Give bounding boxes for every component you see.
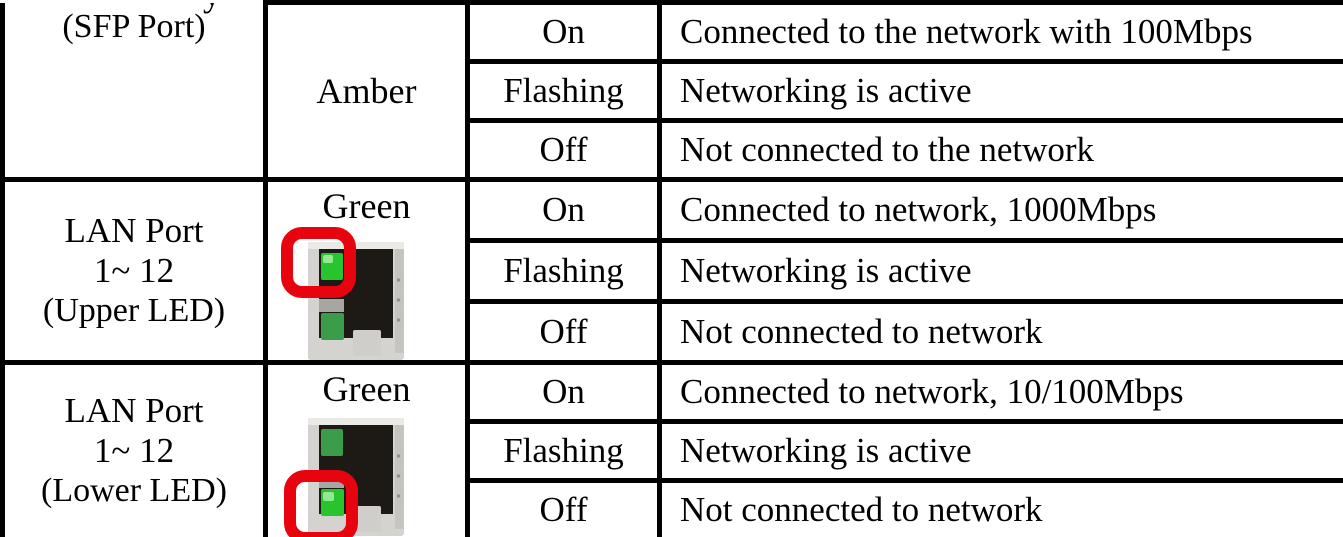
state-cell: Flashing <box>465 419 662 483</box>
description-cell: Not connected to network <box>657 299 1343 365</box>
port-cell-lan-upper: LAN Port 1~ 12 (Upper LED) <box>0 177 268 365</box>
table-row: Off Not connected to network <box>3 299 1343 365</box>
table-row: Off Not connected to network <box>3 478 1343 537</box>
led-highlight-box <box>280 227 356 298</box>
port-cell-lan-lower: LAN Port 1~ 12 (Lower LED) <box>0 360 268 537</box>
description-cell: Not connected to the network <box>657 118 1343 182</box>
rj45-port-photo <box>280 227 404 360</box>
state-cell: Off <box>465 299 662 365</box>
state-cell: Flashing <box>465 59 662 123</box>
port-name-line: LAN Port <box>64 391 204 430</box>
description-text: Connected to network, 1000Mbps <box>680 190 1157 229</box>
upper-led <box>320 429 343 456</box>
color-label: Green <box>322 186 411 226</box>
led-highlight-box <box>283 470 358 537</box>
state-cell: Off <box>465 478 662 537</box>
state-label: On <box>542 190 585 229</box>
state-label: Off <box>539 312 588 351</box>
description-cell: Not connected to network <box>657 478 1343 537</box>
state-cell: Flashing <box>465 238 662 304</box>
description-text: Networking is active <box>680 251 972 290</box>
table-row: Flashing Networking is active <box>3 419 1343 483</box>
color-label: Amber <box>316 71 417 111</box>
port-led-line: (Upper LED) <box>42 292 226 329</box>
lower-led <box>320 313 344 340</box>
table-row: LAN Port 1~ 12 (Upper LED) Green <box>0 177 1343 365</box>
table-row: y (SFP Port) Amber On Connected to the n… <box>0 0 1343 182</box>
table-row: LAN Port 1~ 12 (Lower LED) Green <box>0 360 1343 537</box>
rj45-port-photo <box>283 418 404 537</box>
description-cell: Networking is active <box>657 59 1343 123</box>
description-text: Networking is active <box>680 71 972 110</box>
description-cell: Connected to network, 1000Mbps <box>657 177 1343 243</box>
state-label: Flashing <box>503 431 624 470</box>
color-cell-green-lower: Green <box>263 360 470 537</box>
description-text: Connected to network, 10/100Mbps <box>680 372 1184 411</box>
description-cell: Connected to the network with 100Mbps <box>657 0 1343 64</box>
state-cell: Off <box>465 118 662 182</box>
description-text: Connected to the network with 100Mbps <box>680 12 1253 51</box>
state-label: On <box>542 12 585 51</box>
state-cell: On <box>465 360 662 424</box>
truncated-text-fragment: y <box>203 3 221 12</box>
description-text: Not connected to network <box>680 490 1043 529</box>
port-led-line: (Lower LED) <box>41 472 227 509</box>
color-cell-amber: Amber <box>263 0 470 182</box>
description-text: Networking is active <box>680 431 972 470</box>
state-label: Off <box>539 490 588 529</box>
description-text: Not connected to the network <box>680 130 1095 169</box>
table-row: Flashing Networking is active <box>3 59 1343 123</box>
state-label: Off <box>539 130 588 169</box>
description-cell: Connected to network, 10/100Mbps <box>657 360 1343 424</box>
table-row: Off Not connected to the network <box>3 118 1343 182</box>
port-range-line: 1~ 12 <box>93 251 175 290</box>
table-row: Flashing Networking is active <box>3 238 1343 304</box>
state-label: Flashing <box>503 251 624 290</box>
state-cell: On <box>465 0 662 64</box>
port-range-line: 1~ 12 <box>93 431 175 470</box>
description-cell: Networking is active <box>657 419 1343 483</box>
port-name-line: LAN Port <box>64 211 204 250</box>
description-cell: Networking is active <box>657 238 1343 304</box>
port-cell-sfp: y (SFP Port) <box>0 2 268 182</box>
color-label: Green <box>322 369 411 409</box>
color-cell-green-upper: Green <box>263 177 470 365</box>
port-name-line: (SFP Port) <box>62 7 206 45</box>
state-label: Flashing <box>503 71 624 110</box>
state-cell: On <box>465 177 662 243</box>
description-text: Not connected to network <box>680 312 1043 351</box>
state-label: On <box>542 372 585 411</box>
rj45-jack-image <box>307 418 404 536</box>
